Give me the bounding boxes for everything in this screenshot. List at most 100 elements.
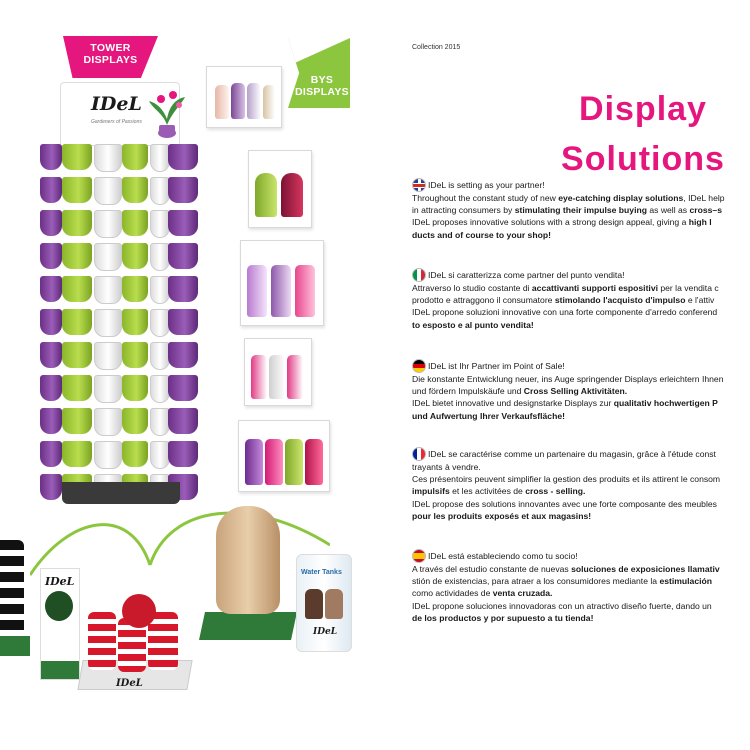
bys-displays-ribbon: BYS DISPLAYS	[288, 38, 350, 108]
section-text-line: in attracting consumers by stimulating t…	[412, 204, 750, 216]
body-text: per la vendita c	[657, 283, 719, 293]
body-text: as well as	[646, 205, 690, 216]
pot	[122, 177, 148, 203]
section-text-line: und Aufwertung Ihrer Verkaufsfläche!	[412, 410, 750, 422]
pot	[168, 309, 198, 335]
pot	[94, 276, 122, 304]
section-text-line: de los productos y por supuesto a tu tie…	[412, 612, 750, 624]
section-intro-text: IDeL se caractérise comme un partenaire …	[428, 448, 716, 459]
pot	[150, 441, 170, 469]
pot	[168, 342, 198, 368]
pot	[94, 309, 122, 337]
pot	[62, 210, 92, 236]
seed-box-display: IDeL	[40, 568, 80, 680]
pot	[62, 276, 92, 302]
brand-logo: IDeL	[91, 93, 142, 115]
product-photo-page: TOWER DISPLAYS BYS DISPLAYS IDeL Gardene…	[0, 0, 378, 750]
body-text: Die konstante Entwicklung neuer, ins Aug…	[412, 374, 724, 384]
highlight-text: to esposto e al punto vendita!	[412, 319, 534, 330]
highlight-text: accattivanti supporti espositivi	[531, 283, 658, 293]
pot	[40, 210, 62, 236]
germany-flag-icon	[412, 359, 426, 373]
section-german: IDeL ist Ihr Partner im Point of Sale! Di…	[412, 359, 750, 422]
body-text: prodotto e attraggono il consumatore	[412, 295, 555, 306]
highlight-text: de los productos y por supuesto a tu tie…	[412, 612, 594, 623]
pot	[40, 441, 62, 467]
body-text: IDeL propone soluciones innovadoras con …	[412, 600, 712, 611]
section-intro-text: IDeL si caratterizza come partner del pu…	[428, 269, 625, 280]
pot	[94, 375, 122, 403]
section-intro: IDeL se caractérise comme un partenaire …	[412, 447, 750, 461]
pot	[94, 408, 122, 436]
pot	[122, 375, 148, 401]
body-text: e l'attiv	[685, 295, 715, 306]
body-text: Throughout the constant study of new	[412, 193, 559, 203]
body-text: IDeL propose des solutions innovantes av…	[412, 498, 717, 509]
pot	[40, 474, 62, 500]
pot	[40, 144, 62, 170]
section-text-line: Die konstante Entwicklung neuer, ins Aug…	[412, 373, 750, 385]
section-text-line: impulsifs et les activitées de cross - s…	[412, 485, 750, 497]
body-text: A través del estudio constante de nuevas	[412, 564, 572, 574]
tower-base	[62, 482, 180, 504]
highlight-text: und Aufwertung Ihrer Verkaufsfläche!	[412, 410, 565, 421]
tower-displays-ribbon: TOWER DISPLAYS	[63, 36, 158, 78]
section-text-line: IDeL propose des solutions innovantes av…	[412, 498, 750, 510]
section-spanish: IDeL está estableciendo como tu socio!A …	[412, 549, 750, 624]
pot	[168, 177, 198, 203]
section-text-line: como actividades de venta cruzada.	[412, 587, 750, 599]
section-text-line: IDeL proposes innovative solutions with …	[412, 216, 750, 228]
pot	[168, 210, 198, 236]
pot	[122, 210, 148, 236]
body-text: Attraverso lo studio costante di	[412, 283, 532, 293]
pot	[122, 144, 148, 170]
highlight-text: stimulating their impulse buying	[514, 205, 647, 216]
striped-pot-stack	[0, 540, 30, 660]
highlight-text: cross–s	[689, 205, 722, 216]
pot	[168, 375, 198, 401]
bys-display-3	[240, 240, 324, 326]
pot	[94, 342, 122, 370]
pot	[122, 309, 148, 335]
bys-display-4	[244, 338, 312, 406]
section-text-line: IDeL propone soluzioni innovative con un…	[412, 306, 750, 318]
pot	[94, 144, 122, 172]
pot	[150, 144, 170, 172]
highlight-text: eye-catching display solutions	[558, 193, 684, 203]
section-text-line: to esposto e al punto vendita!	[412, 319, 750, 331]
section-text-line: pour les produits exposés et aux magasin…	[412, 510, 750, 522]
pot	[94, 210, 122, 238]
water-tanks-cylinder: Water Tanks IDeL	[296, 554, 352, 652]
pot	[168, 441, 198, 467]
highlight-text: soluciones de exposiciones llamativ	[571, 564, 720, 574]
section-intro-text: IDeL ist Ihr Partner im Point of Sale!	[428, 360, 565, 371]
body-text: et les activitées de	[449, 486, 526, 497]
body-text: IDeL bietet innovative und designstarke …	[412, 398, 614, 409]
pot	[150, 408, 170, 436]
title-line-2: Solutions	[561, 140, 725, 178]
section-intro: IDeL si caratterizza come partner del pu…	[412, 268, 750, 282]
connector-curve	[30, 511, 330, 576]
pot	[168, 408, 198, 434]
body-text: trayants à vendre.	[412, 462, 481, 472]
section-text-line: Attraverso lo studio costante di accatti…	[412, 282, 750, 294]
text-page: Collection 2015 Display Solutions IDeL i…	[378, 0, 750, 750]
section-intro: IDeL está estableciendo como tu socio!	[412, 549, 750, 563]
body-text: , IDeL help	[683, 193, 725, 203]
highlight-text: pour les produits exposés et aux magasin…	[412, 510, 592, 521]
bys-display-2	[248, 150, 312, 228]
pot	[150, 210, 170, 238]
section-french: IDeL se caractérise comme un partenaire …	[412, 447, 750, 522]
page-title: Display Solutions	[538, 84, 748, 184]
body-text: Ces présentoirs peuvent simplifier la ge…	[412, 474, 721, 485]
title-line-1: Display	[579, 90, 707, 128]
pot	[168, 144, 198, 170]
pot	[40, 177, 62, 203]
pot	[40, 309, 62, 335]
highlight-text: high l	[688, 217, 712, 228]
pot	[62, 408, 92, 434]
pot	[62, 309, 92, 335]
pot	[94, 177, 122, 205]
highlight-text: cross - selling.	[525, 486, 586, 497]
